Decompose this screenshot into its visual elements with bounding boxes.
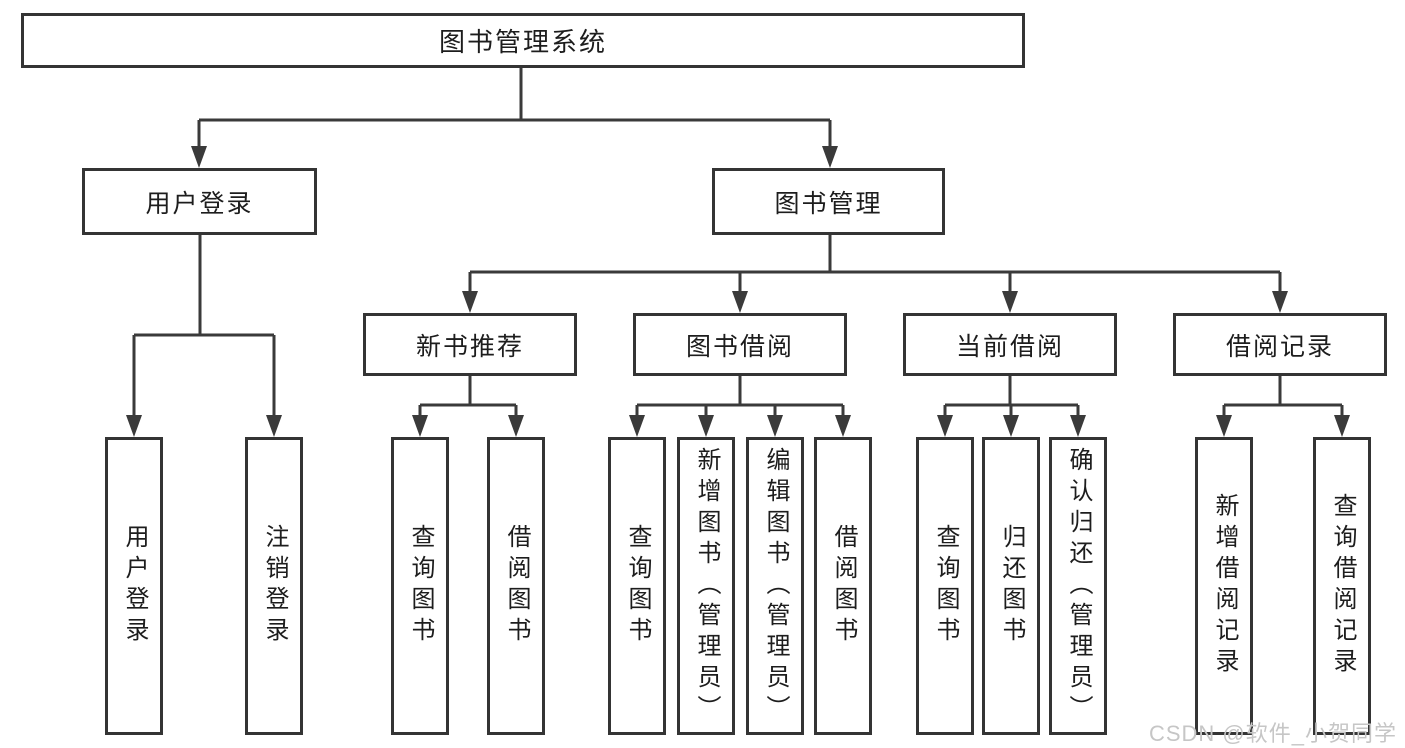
leaf-bb-borrow-books-label: 借阅图书 [830,524,857,648]
leaf-user-login: 用户登录 [105,437,163,735]
leaf-bb-add-books-admin: 新增图书（管理员） [677,437,735,735]
node-library-management-system-label: 图书管理系统 [438,27,607,57]
leaf-br-add-record-label: 新增借阅记录 [1211,493,1238,679]
leaf-cb-return-books-label: 归还图书 [998,524,1025,648]
leaf-bb-edit-books-admin-label: 编辑图书（管理员） [762,446,789,726]
node-current-borrowing-label: 当前借阅 [955,332,1064,361]
leaf-bb-query-books-label: 查询图书 [624,524,651,648]
leaf-bb-query-books: 查询图书 [608,437,666,735]
leaf-cb-query-books: 查询图书 [916,437,974,735]
leaf-br-query-record: 查询借阅记录 [1313,437,1371,735]
leaf-nbr-query-books: 查询图书 [391,437,449,735]
leaf-br-add-record: 新增借阅记录 [1195,437,1253,735]
leaf-cb-confirm-return-admin-label: 确认归还（管理员） [1065,446,1092,726]
leaf-cb-query-books-label: 查询图书 [932,524,959,648]
leaf-br-query-record-label: 查询借阅记录 [1329,493,1356,679]
leaf-nbr-query-books-label: 查询图书 [407,524,434,648]
leaf-nbr-borrow-books-label: 借阅图书 [503,524,530,648]
leaf-cb-return-books: 归还图书 [982,437,1040,735]
leaf-logout: 注销登录 [245,437,303,735]
leaf-cb-confirm-return-admin: 确认归还（管理员） [1049,437,1107,735]
leaf-logout-label: 注销登录 [261,524,288,648]
node-current-borrowing: 当前借阅 [903,313,1117,376]
node-book-management-label: 图书管理 [774,189,883,218]
connector-arrowheads [126,146,1350,437]
node-new-book-recommendation: 新书推荐 [363,313,577,376]
node-user-login: 用户登录 [82,168,317,235]
node-book-management: 图书管理 [712,168,945,235]
node-user-login-label: 用户登录 [145,189,254,218]
leaf-bb-add-books-admin-label: 新增图书（管理员） [693,446,720,726]
connector-elbow-lines [132,68,1344,419]
node-new-book-recommendation-label: 新书推荐 [415,332,524,361]
watermark: CSDN @软件_小贺同学 [1148,721,1397,746]
leaf-user-login-label: 用户登录 [121,524,148,648]
node-book-borrowing-label: 图书借阅 [685,332,794,361]
leaf-nbr-borrow-books: 借阅图书 [487,437,545,735]
node-borrowing-records-label: 借阅记录 [1225,332,1334,361]
node-borrowing-records: 借阅记录 [1173,313,1387,376]
leaf-bb-edit-books-admin: 编辑图书（管理员） [746,437,804,735]
leaf-bb-borrow-books: 借阅图书 [814,437,872,735]
node-book-borrowing: 图书借阅 [633,313,847,376]
node-library-management-system: 图书管理系统 [21,13,1025,68]
